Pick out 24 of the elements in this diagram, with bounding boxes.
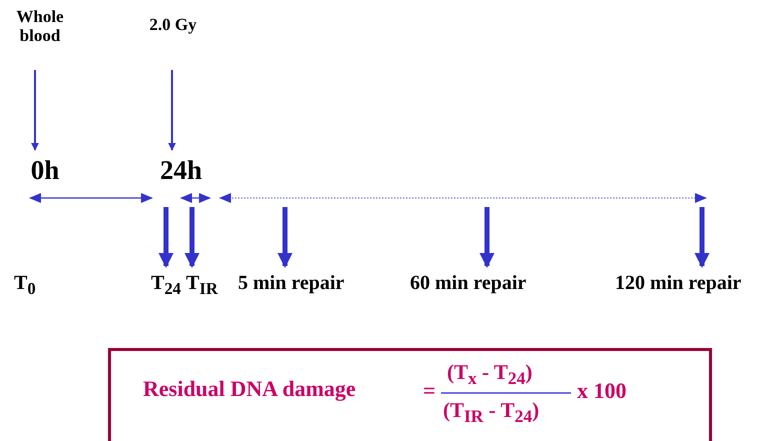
time-label: 24h [150, 156, 212, 186]
numerator: (T$_{x}$ - T$_{24}$) [447, 361, 532, 388]
arrow [184, 207, 200, 268]
multiplier: x 100 [577, 379, 626, 404]
time-label: 0h [22, 156, 68, 186]
sample-label: T$_{24}$ [146, 272, 186, 298]
arrow [31, 70, 39, 151]
step-label: Whole blood [8, 8, 72, 46]
formula-label: Residual DNA damage [143, 377, 356, 402]
formula-box [108, 348, 712, 441]
denominator: (T$_{IR}$ - T$_{24}$) [443, 399, 540, 426]
arrow [29, 193, 153, 203]
arrow [278, 207, 292, 268]
sample-label: 120 min repair [615, 272, 767, 294]
arrow [480, 207, 494, 268]
equals-sign: = [423, 379, 436, 404]
sample-label: 5 min repair [238, 272, 368, 294]
sample-label: T$_{0}$ [14, 272, 36, 298]
sample-label: 60 min repair [410, 272, 555, 294]
arrow [168, 70, 176, 151]
arrow [694, 207, 710, 268]
step-label: 2.0 Gy [140, 16, 206, 35]
arrow [158, 207, 174, 268]
sample-label: T$_{IR}$ [186, 272, 226, 298]
